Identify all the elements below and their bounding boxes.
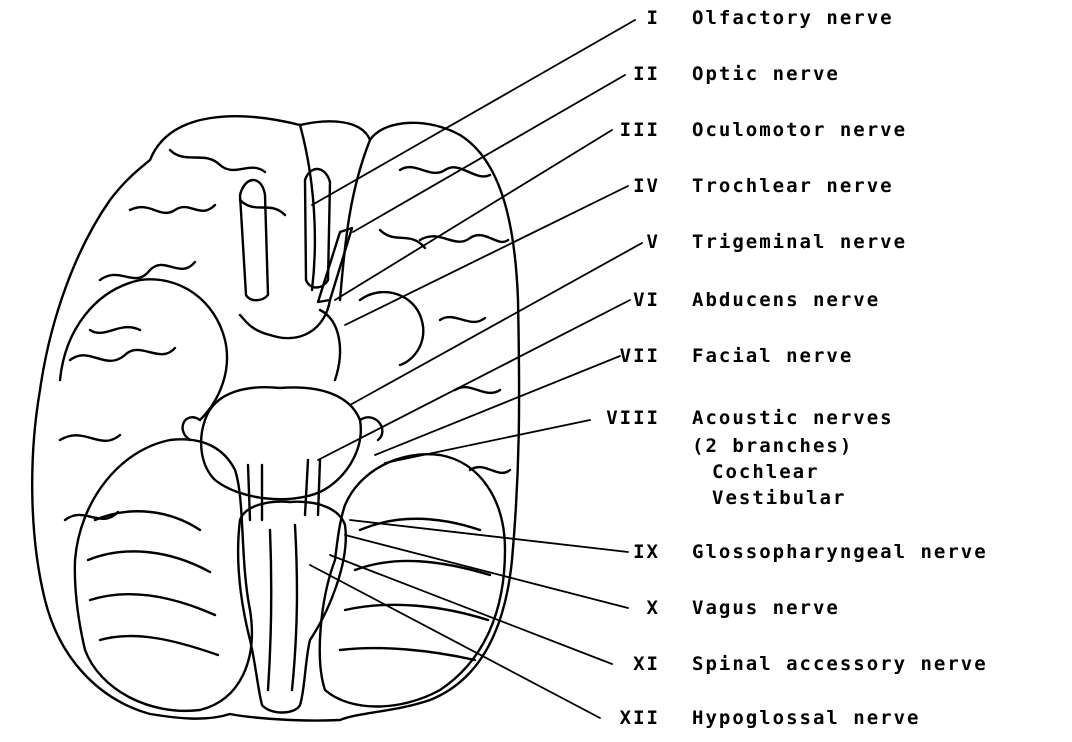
longitudinal-fissure: [300, 125, 315, 290]
numeral-XII: XII: [590, 708, 660, 729]
olfactory-bulb-right: [305, 169, 330, 288]
nerve-name-vagus: Vagus nerve: [692, 598, 840, 619]
cerebellum-left: [75, 439, 252, 711]
olfactory-bulb-left: [240, 180, 268, 300]
cerebellum-right: [320, 454, 505, 706]
nerve-name-abducens: Abducens nerve: [692, 290, 880, 311]
acoustic-branches-note: (2 branches): [692, 436, 853, 457]
nerve-name-facial: Facial nerve: [692, 346, 853, 367]
nerve-name-hypoglossal: Hypoglossal nerve: [692, 708, 920, 729]
numeral-VIII: VIII: [590, 408, 660, 429]
acoustic-branch-cochlear: Cochlear: [712, 462, 820, 483]
numeral-X: X: [590, 598, 660, 619]
nerve-name-trochlear: Trochlear nerve: [692, 176, 894, 197]
nerve-name-oculomotor: Oculomotor nerve: [692, 120, 907, 141]
numeral-V: V: [590, 232, 660, 253]
numeral-IV: IV: [590, 176, 660, 197]
numeral-VII: VII: [590, 346, 660, 367]
nerve-name-acoustic: Acoustic nerves: [692, 408, 894, 429]
numeral-XI: XI: [590, 654, 660, 675]
acoustic-branch-vestibular: Vestibular: [712, 488, 846, 509]
numeral-IX: IX: [590, 542, 660, 563]
pons: [201, 387, 361, 499]
nerve-name-trigeminal: Trigeminal nerve: [692, 232, 907, 253]
nerve-name-optic: Optic nerve: [692, 64, 840, 85]
numeral-II: II: [590, 64, 660, 85]
nerve-name-spinal-accessory: Spinal accessory nerve: [692, 654, 988, 675]
cerebrum-outline: [32, 116, 519, 720]
nerve-name-olfactory: Olfactory nerve: [692, 8, 894, 29]
numeral-I: I: [590, 8, 660, 29]
numeral-VI: VI: [590, 290, 660, 311]
nerve-name-glossopharyngeal: Glossopharyngeal nerve: [692, 542, 988, 563]
numeral-III: III: [590, 120, 660, 141]
